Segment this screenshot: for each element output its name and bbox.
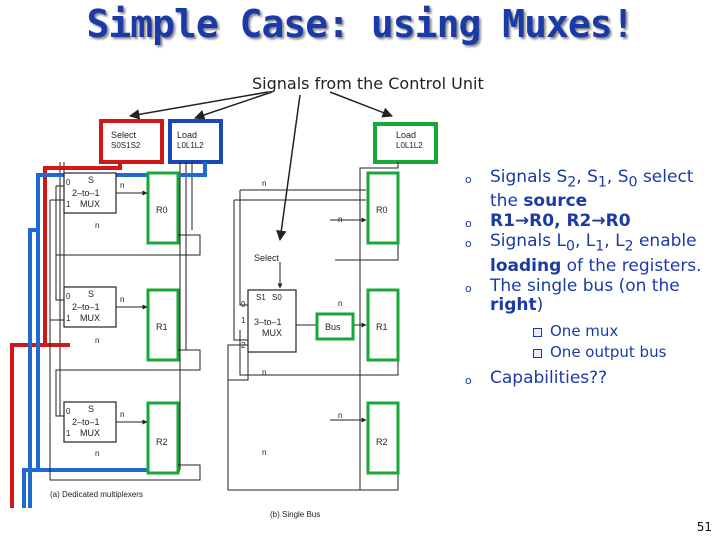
svg-text:n: n [120,181,124,190]
register-r0-left: R0 [146,171,180,245]
sub-bullet-one-bus: One output bus [490,342,712,363]
sub-bullet-one-mux: One mux [490,321,712,342]
svg-text:MUX: MUX [80,428,100,438]
bus-label-box: Bus [315,312,355,341]
n-labels-left: n n n n n n [95,181,124,458]
n-labels-right: n n n n n n [262,179,342,457]
caption-single-bus: (b) Single Bus [270,510,320,519]
caption-dedicated-mux: (a) Dedicated multiplexers [50,490,143,499]
svg-text:R2: R2 [156,437,168,447]
svg-text:0: 0 [66,407,71,416]
svg-text:n: n [120,295,124,304]
svg-text:n: n [95,336,99,345]
bullet-transfers: R1→R0, R2→R0 [462,212,712,234]
svg-text:3–to–1: 3–to–1 [254,317,282,327]
svg-text:2: 2 [241,341,246,350]
select-signal-box [99,119,164,164]
svg-text:n: n [338,411,342,420]
svg-text:n: n [338,299,342,308]
svg-text:1: 1 [66,314,71,323]
svg-text:S: S [88,404,94,414]
svg-text:MUX: MUX [80,313,100,323]
svg-text:S1: S1 [256,293,266,302]
svg-text:2–to–1: 2–to–1 [72,188,100,198]
select-label-bus: Select [254,253,280,263]
svg-text:MUX: MUX [262,328,282,338]
svg-text:2–to–1: 2–to–1 [72,417,100,427]
svg-text:0: 0 [241,300,246,309]
control-signals-label: Signals from the Control Unit [252,74,484,93]
svg-text:R1: R1 [156,322,168,332]
svg-text:1: 1 [241,316,246,325]
register-r1-left: R1 [146,288,180,362]
data-wires-left [49,185,201,481]
svg-text:n: n [262,179,266,188]
select-bits: S0S1S2 [111,141,141,150]
load-bits-bus: L0L1L2 [396,141,423,150]
svg-text:S0: S0 [272,293,282,302]
mux-left-0: S 2–to–1 MUX 0 1 [63,172,117,214]
svg-text:0: 0 [66,292,71,301]
load-label: Load [177,130,197,140]
svg-text:n: n [95,449,99,458]
svg-text:n: n [338,215,342,224]
mux-left-2: S 2–to–1 MUX 0 1 [63,401,117,443]
load-signal-box [168,119,223,164]
control-unit-arrows [128,91,393,242]
bullet-single-bus: The single bus (on the right) One mux On… [462,276,712,363]
svg-text:R0: R0 [156,205,168,215]
register-r2-left: R2 [146,401,180,475]
select-label: Select [111,130,137,140]
svg-text:Bus: Bus [325,322,341,332]
bullet-list: Signals S2, S1, S0 select the source R1→… [462,167,712,390]
bullet-select-signals: Signals S2, S1, S0 select the source [462,167,712,211]
load-label-bus: Load [396,130,416,140]
register-r1-right: R1 [366,288,400,362]
load-signal-box-bus [373,122,438,164]
highlighted-wires [10,162,207,508]
svg-text:R1: R1 [376,322,388,332]
svg-text:n: n [262,448,266,457]
svg-text:n: n [95,221,99,230]
svg-text:R0: R0 [376,205,388,215]
svg-text:n: n [262,368,266,377]
mux-3to1-bus: S1 S0 3–to–1 MUX 0 1 2 [241,289,297,353]
svg-text:MUX: MUX [80,199,100,209]
load-bits: L0L1L2 [177,141,204,150]
page-number: 51 [696,520,712,534]
svg-text:R2: R2 [376,437,388,447]
mux-left-1: S 2–to–1 MUX 0 1 [63,286,117,328]
bullet-capabilities: Capabilities?? [462,368,712,390]
svg-text:1: 1 [66,429,71,438]
svg-text:S: S [88,175,94,185]
svg-text:1: 1 [66,200,71,209]
svg-text:S: S [88,289,94,299]
register-r2-right: R2 [366,401,400,475]
slide-title: Simple Case: using Muxes! [86,2,635,46]
svg-text:2–to–1: 2–to–1 [72,302,100,312]
svg-text:n: n [120,410,124,419]
register-r0-right: R0 [366,171,400,245]
svg-text:0: 0 [66,178,71,187]
control-wires-left [59,162,193,470]
bullet-load-signals: Signals L0, L1, L2 enable loading of the… [462,232,712,275]
